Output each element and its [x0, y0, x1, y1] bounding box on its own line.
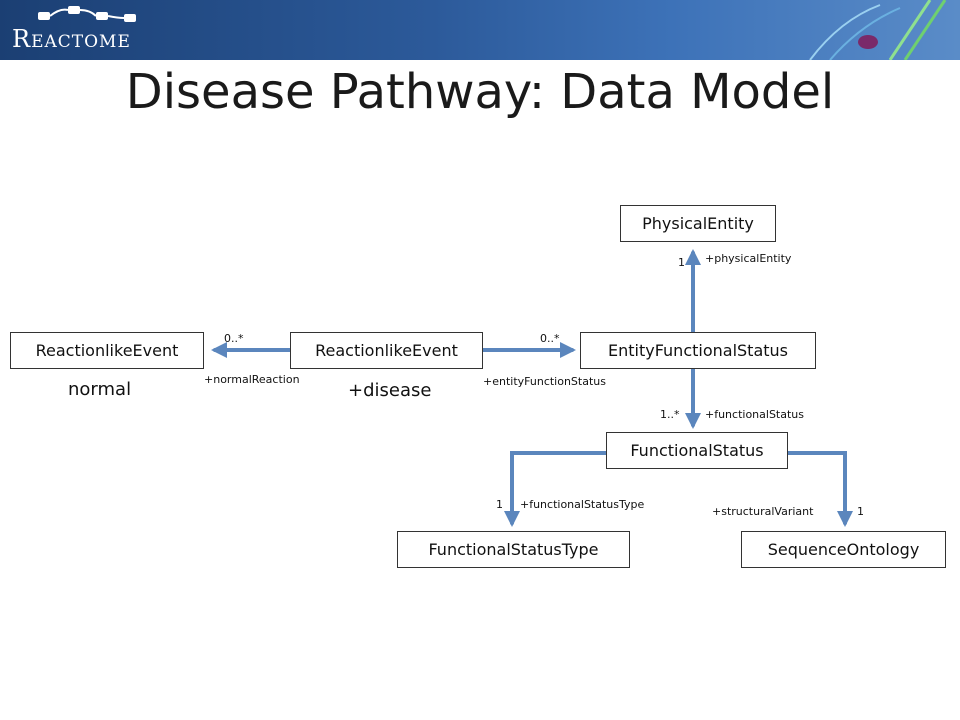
role-entity-function-status: +entityFunctionStatus: [483, 375, 606, 388]
class-entity-functional-status: EntityFunctionalStatus: [580, 332, 816, 369]
multiplicity-entity-function-status: 0..*: [540, 332, 560, 345]
header-banner: Reactome: [0, 0, 960, 60]
class-physical-entity: PhysicalEntity: [620, 205, 776, 242]
connector-functional-status-type: [504, 451, 608, 527]
multiplicity-functional-status: 1..*: [660, 408, 680, 421]
role-functional-status: +functionalStatus: [705, 408, 804, 421]
role-functional-status-type: +functionalStatusType: [520, 498, 645, 511]
caption-normal: normal: [68, 379, 132, 400]
class-reaction-disease-label: ReactionlikeEvent: [315, 341, 458, 360]
connector-structural-variant: [785, 451, 853, 527]
reactome-logo: Reactome: [12, 25, 131, 53]
multiplicity-normal-reaction: 0..*: [224, 332, 244, 345]
caption-disease: +disease: [348, 380, 432, 401]
role-structural-variant: +structuralVariant: [712, 505, 814, 518]
multiplicity-physical-entity: 1: [678, 256, 685, 269]
class-sequence-ontology: SequenceOntology: [741, 531, 946, 568]
class-reaction-disease: ReactionlikeEvent: [290, 332, 483, 369]
class-sequence-ontology-label: SequenceOntology: [767, 540, 920, 559]
class-functional-status-label: FunctionalStatus: [630, 441, 764, 460]
class-physical-entity-label: PhysicalEntity: [642, 214, 754, 233]
class-functional-status-type: FunctionalStatusType: [397, 531, 630, 568]
molecule-graphic: [809, 0, 947, 60]
role-physical-entity: +physicalEntity: [705, 252, 792, 265]
class-reaction-normal: ReactionlikeEvent: [10, 332, 204, 369]
class-reaction-normal-label: ReactionlikeEvent: [35, 341, 179, 360]
class-entity-functional-status-label: EntityFunctionalStatus: [608, 341, 788, 360]
class-functional-status: FunctionalStatus: [606, 432, 788, 469]
class-functional-status-type-label: FunctionalStatusType: [428, 540, 599, 559]
multiplicity-structural-variant: 1: [857, 505, 864, 518]
multiplicity-functional-status-type: 1: [496, 498, 503, 511]
reactome-logo-graphic: [38, 6, 136, 22]
role-normal-reaction: +normalReaction: [204, 373, 300, 386]
slide-title: Disease Pathway: Data Model: [125, 64, 835, 120]
